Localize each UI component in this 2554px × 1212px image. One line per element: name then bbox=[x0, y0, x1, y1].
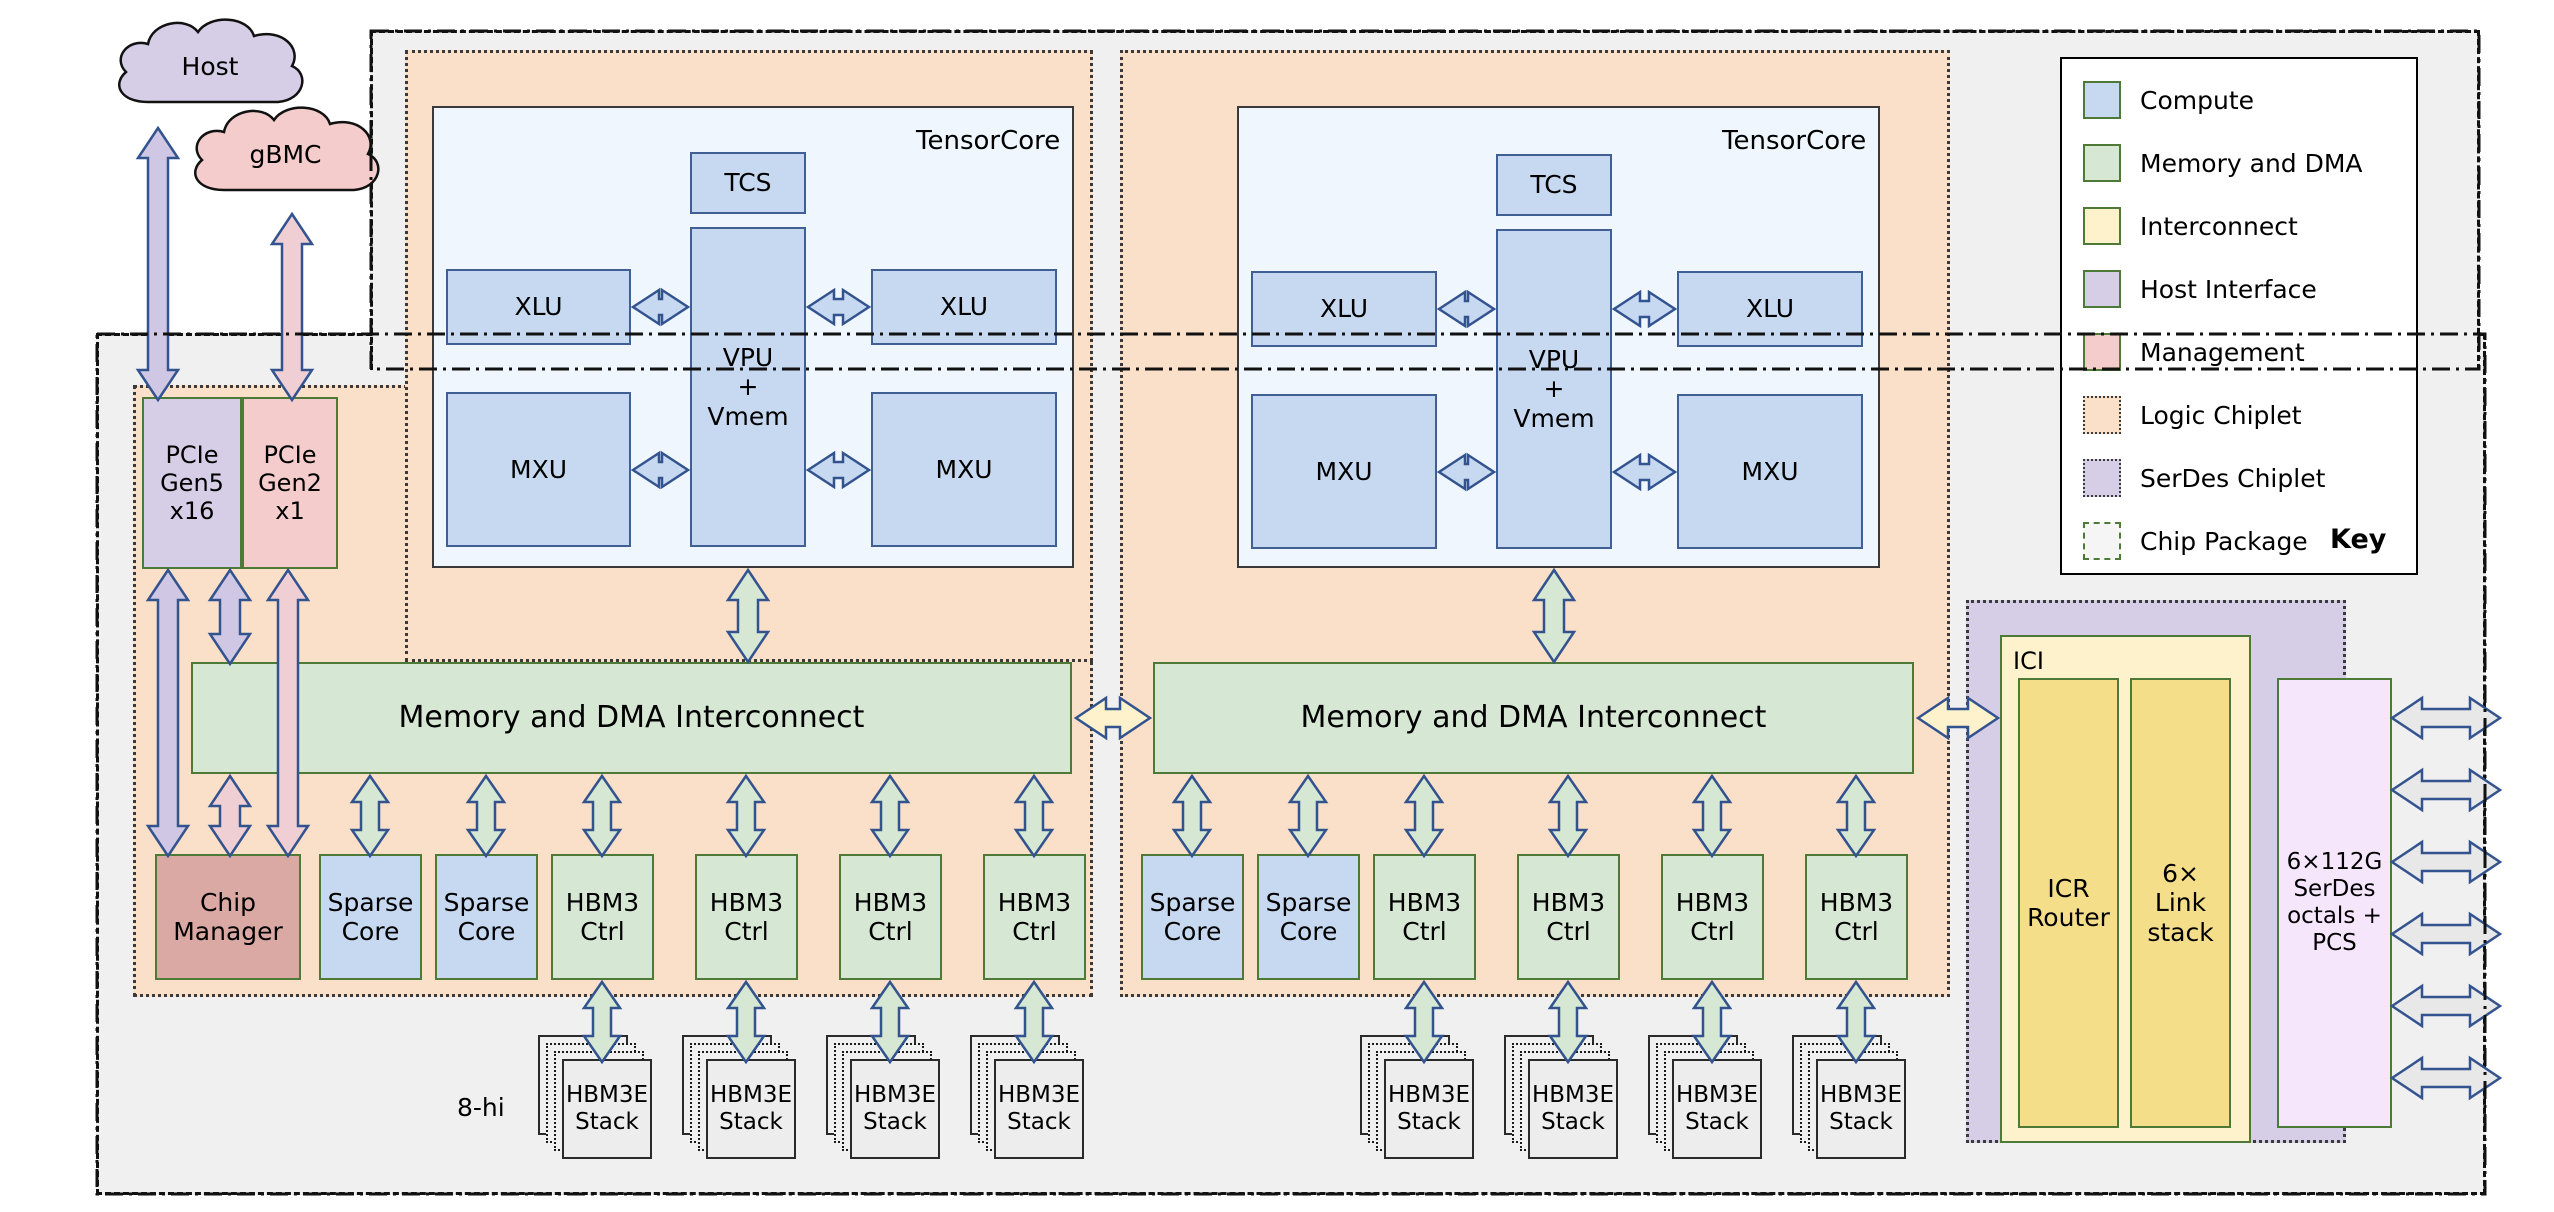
legend-label-logic-chiplet: Logic Chiplet bbox=[2140, 400, 2302, 430]
hbm3-ctrl-l1[interactable]: HBM3 Ctrl bbox=[551, 854, 654, 980]
tcs-left[interactable]: TCS bbox=[690, 152, 806, 214]
sparse-core-r1[interactable]: Sparse Core bbox=[1141, 854, 1244, 980]
legend-swatch-interconnect bbox=[2083, 207, 2121, 245]
icr-router-block[interactable]: ICR Router bbox=[2018, 678, 2119, 1128]
legend-item-memory-and-dma: Memory and DMA bbox=[2083, 144, 2363, 182]
pcie-gen5-block[interactable]: PCIe Gen5 x16 bbox=[142, 397, 242, 569]
hbm3e-stack-l2[interactable]: HBM3E Stack bbox=[706, 1059, 796, 1159]
hbm3-ctrl-r4[interactable]: HBM3 Ctrl bbox=[1805, 854, 1908, 980]
link-stack-block[interactable]: 6× Link stack bbox=[2130, 678, 2231, 1128]
mxu-left-a[interactable]: MXU bbox=[446, 392, 631, 547]
xlu-right-a[interactable]: XLU bbox=[1251, 271, 1437, 347]
ici-label: ICI bbox=[2013, 647, 2044, 675]
legend-swatch-compute bbox=[2083, 81, 2121, 119]
chip-manager-block[interactable]: Chip Manager bbox=[155, 854, 301, 980]
hbm3-ctrl-l3[interactable]: HBM3 Ctrl bbox=[839, 854, 942, 980]
memory-dma-interconnect-right[interactable]: Memory and DMA Interconnect bbox=[1153, 662, 1914, 774]
memory-dma-interconnect-left[interactable]: Memory and DMA Interconnect bbox=[191, 662, 1072, 774]
legend-item-compute: Compute bbox=[2083, 81, 2254, 119]
hbm3e-stack-l1[interactable]: HBM3E Stack bbox=[562, 1059, 652, 1159]
vpu-vmem-right[interactable]: VPU + Vmem bbox=[1496, 229, 1612, 549]
serdes-octals-pcs-block[interactable]: 6×112G SerDes octals + PCS bbox=[2277, 678, 2392, 1128]
xlu-left-a[interactable]: XLU bbox=[446, 269, 631, 345]
legend-swatch-management bbox=[2083, 333, 2121, 371]
sparse-core-r2[interactable]: Sparse Core bbox=[1257, 854, 1360, 980]
legend-swatch-serdes-chiplet bbox=[2083, 459, 2121, 497]
host-cloud-label: Host bbox=[181, 52, 239, 81]
host-cloud: Host bbox=[100, 10, 320, 130]
legend-item-management: Management bbox=[2083, 333, 2305, 371]
gbmc-cloud-label: gBMC bbox=[249, 140, 322, 169]
xlu-right-b[interactable]: XLU bbox=[1677, 271, 1863, 347]
legend-label-chip-package: Chip Package bbox=[2140, 526, 2308, 556]
legend-label-serdes-chiplet: SerDes Chiplet bbox=[2140, 463, 2326, 493]
legend-swatch-memory-and-dma bbox=[2083, 144, 2121, 182]
legend-label-management: Management bbox=[2140, 337, 2305, 367]
legend-title: Key bbox=[2330, 524, 2387, 555]
hbm3-ctrl-r1[interactable]: HBM3 Ctrl bbox=[1373, 854, 1476, 980]
hbm3e-stack-r3[interactable]: HBM3E Stack bbox=[1672, 1059, 1762, 1159]
stack-height-label: 8-hi bbox=[457, 1093, 505, 1122]
legend-panel bbox=[2060, 57, 2418, 575]
legend-label-host-interface: Host Interface bbox=[2140, 274, 2317, 304]
legend-item-chip-package: Chip Package bbox=[2083, 522, 2308, 560]
legend-swatch-logic-chiplet bbox=[2083, 396, 2121, 434]
legend-label-compute: Compute bbox=[2140, 85, 2255, 115]
hbm3e-stack-r4[interactable]: HBM3E Stack bbox=[1816, 1059, 1906, 1159]
legend-item-interconnect: Interconnect bbox=[2083, 207, 2298, 245]
hbm3-ctrl-l2[interactable]: HBM3 Ctrl bbox=[695, 854, 798, 980]
hbm3e-stack-r2[interactable]: HBM3E Stack bbox=[1528, 1059, 1618, 1159]
hbm3e-stack-l3[interactable]: HBM3E Stack bbox=[850, 1059, 940, 1159]
legend-swatch-host-interface bbox=[2083, 270, 2121, 308]
legend-item-logic-chiplet: Logic Chiplet bbox=[2083, 396, 2302, 434]
mxu-left-b[interactable]: MXU bbox=[871, 392, 1057, 547]
vpu-vmem-left[interactable]: VPU + Vmem bbox=[690, 227, 806, 547]
hbm3e-stack-r1[interactable]: HBM3E Stack bbox=[1384, 1059, 1474, 1159]
tensorcore-right-title: TensorCore bbox=[1722, 126, 1867, 156]
tcs-right[interactable]: TCS bbox=[1496, 154, 1612, 216]
hbm3-ctrl-r2[interactable]: HBM3 Ctrl bbox=[1517, 854, 1620, 980]
legend-item-serdes-chiplet: SerDes Chiplet bbox=[2083, 459, 2325, 497]
hbm3e-stack-l4[interactable]: HBM3E Stack bbox=[994, 1059, 1084, 1159]
sparse-core-l2[interactable]: Sparse Core bbox=[435, 854, 538, 980]
gbmc-cloud: gBMC bbox=[178, 96, 393, 218]
xlu-left-b[interactable]: XLU bbox=[871, 269, 1057, 345]
hbm3-ctrl-l4[interactable]: HBM3 Ctrl bbox=[983, 854, 1086, 980]
legend-label-memory-and-dma: Memory and DMA bbox=[2140, 148, 2363, 178]
legend-label-interconnect: Interconnect bbox=[2140, 211, 2298, 241]
mxu-right-b[interactable]: MXU bbox=[1677, 394, 1863, 549]
pcie-gen2-block[interactable]: PCIe Gen2 x1 bbox=[242, 397, 338, 569]
hbm3-ctrl-r3[interactable]: HBM3 Ctrl bbox=[1661, 854, 1764, 980]
legend-swatch-chip-package bbox=[2083, 522, 2121, 560]
legend-item-host-interface: Host Interface bbox=[2083, 270, 2317, 308]
sparse-core-l1[interactable]: Sparse Core bbox=[319, 854, 422, 980]
tensorcore-left-title: TensorCore bbox=[916, 126, 1061, 156]
mxu-right-a[interactable]: MXU bbox=[1251, 394, 1437, 549]
